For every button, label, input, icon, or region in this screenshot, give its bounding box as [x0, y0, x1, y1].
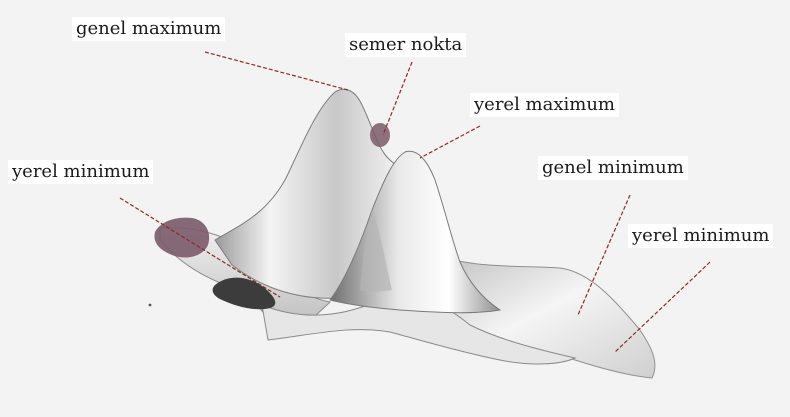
left-minimum-basin — [154, 218, 209, 258]
saddle-point-mark — [370, 123, 390, 147]
leader-semer-nokta — [383, 62, 412, 135]
dot-artifact — [149, 304, 152, 307]
label-yerel-maximum: yerel maximum — [470, 93, 619, 117]
label-yerel-minimum-left: yerel minimum — [8, 160, 153, 184]
leader-yerel-minimum-right — [615, 262, 710, 352]
leader-yerel-maximum — [420, 126, 480, 158]
label-yerel-minimum-right: yerel minimum — [628, 224, 773, 248]
leader-genel-maximum — [205, 52, 348, 90]
label-genel-maximum: genel maximum — [72, 17, 225, 41]
label-semer-nokta: semer nokta — [345, 33, 466, 57]
label-genel-minimum: genel minimum — [538, 156, 688, 180]
